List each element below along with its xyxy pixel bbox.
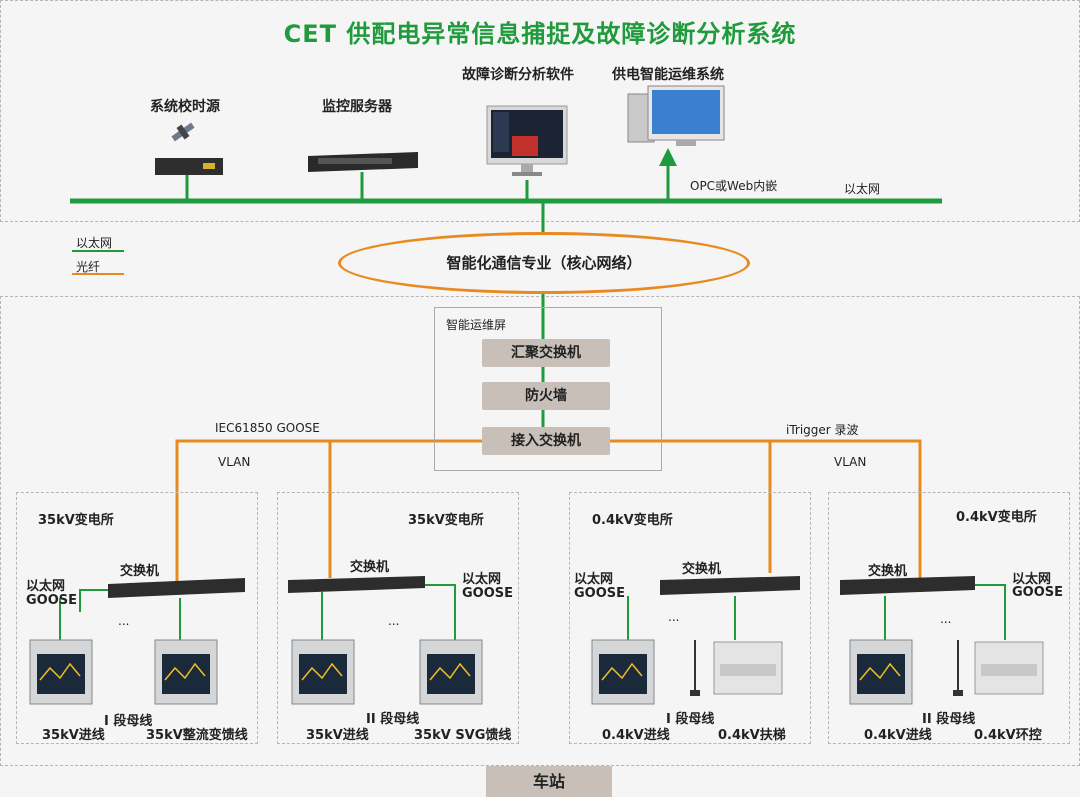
substation-1 [16, 492, 258, 744]
ops-workstation-device [627, 85, 725, 146]
monitor-server-label: 监控服务器 [322, 99, 392, 115]
access-switch: 接入交换机 [482, 427, 610, 455]
din-device-s4 [953, 640, 1044, 696]
substation-1-bus: I 段母线 [104, 714, 153, 729]
meter-s1-b [154, 639, 218, 705]
analysis-software-label: 故障诊断分析软件 [462, 67, 574, 83]
opc-label: OPC或Web内嵌 [690, 179, 778, 193]
firewall: 防火墙 [482, 382, 610, 410]
ops-system-label: 供电智能运维系统 [612, 67, 724, 83]
ethernet-backbone-label: 以太网 [844, 182, 881, 196]
substation-3-left-feeder: 0.4kV进线 [602, 728, 670, 743]
substation-3-bus: I 段母线 [666, 712, 715, 727]
din-device-s3 [690, 640, 783, 696]
substation-4-bus: II 段母线 [922, 712, 976, 727]
substation-4-left-feeder: 0.4kV进线 [864, 728, 932, 743]
substation-3-switch-label: 交换机 [682, 562, 722, 577]
substation-1-dots: ... [118, 614, 130, 628]
substation-4 [828, 492, 1070, 744]
itrigger-label: iTrigger 录波 [786, 423, 859, 437]
meter-s3-a [591, 639, 655, 705]
substation-4-eth-label: 以太网 [1012, 572, 1052, 587]
smart-screen-box [434, 307, 662, 471]
switch-s4 [840, 576, 975, 595]
legend-ethernet: 以太网 [76, 236, 113, 250]
substation-3-goose-label: GOOSE [574, 586, 626, 601]
substation-3-dots: ... [668, 610, 680, 624]
time-source-device [155, 122, 223, 175]
substation-4-goose-label: GOOSE [1012, 585, 1064, 600]
switch-s3 [660, 576, 800, 595]
meter-s4-a [849, 639, 913, 705]
substation-1-right-feeder: 35kV整流变馈线 [146, 728, 248, 743]
legend-fiber: 光纤 [76, 260, 101, 274]
substation-3-right-feeder: 0.4kV扶梯 [718, 728, 786, 743]
substation-1-left-feeder: 35kV进线 [42, 728, 105, 743]
substation-2-right-feeder: 35kV SVG馈线 [414, 728, 512, 743]
substation-4-right-feeder: 0.4kV环控 [974, 728, 1042, 743]
vlan-label-left: VLAN [218, 455, 251, 469]
fiber-left [175, 439, 482, 581]
substation-1-switch-label: 交换机 [120, 564, 160, 579]
meter-s1-a [29, 639, 93, 705]
substation-4-switch-label: 交换机 [868, 564, 908, 579]
opc-arrow-head [659, 148, 677, 166]
station-footer: 车站 [486, 766, 612, 797]
eth-s4-right [975, 584, 1006, 640]
substation-3-title: 0.4kV变电所 [592, 513, 673, 528]
meter-s2-a [291, 639, 355, 705]
eth-s1-left [79, 589, 108, 612]
substation-1-title: 35kV变电所 [38, 513, 114, 528]
fiber-right [610, 439, 922, 578]
substation-4-title: 0.4kV变电所 [956, 510, 1037, 525]
goose-label: IEC61850 GOOSE [215, 421, 320, 435]
substation-2-switch-label: 交换机 [350, 560, 390, 575]
substation-2-eth-label: 以太网 [462, 572, 502, 587]
switch-s2 [288, 576, 425, 593]
substation-2-title: 35kV变电所 [408, 513, 484, 528]
substation-2-goose-label: GOOSE [462, 586, 514, 601]
eth-s2-right [425, 584, 456, 640]
switch-s1 [108, 578, 245, 598]
time-source-label: 系统校时源 [150, 99, 220, 115]
vlan-label-right: VLAN [834, 455, 867, 469]
substation-2-bus: II 段母线 [366, 712, 420, 727]
substation-2-dots: ... [388, 614, 400, 628]
substation-2 [277, 492, 519, 744]
substation-2-left-feeder: 35kV进线 [306, 728, 369, 743]
aggregation-switch: 汇聚交换机 [482, 339, 610, 367]
substation-3 [569, 492, 811, 744]
diagram-title: CET 供配电异常信息捕捉及故障诊断分析系统 [283, 20, 797, 48]
substation-3-eth-label: 以太网 [574, 572, 614, 587]
substation-1-eth-label: 以太网 [26, 579, 66, 594]
core-network: 智能化通信专业（核心网络） [338, 232, 750, 294]
monitor-server-device [308, 152, 418, 172]
analysis-monitor-device [486, 105, 568, 176]
substation-1-goose-label: GOOSE [26, 593, 78, 608]
substation-4-dots: ... [940, 612, 952, 626]
meter-s2-b [419, 639, 483, 705]
smart-screen-title: 智能运维屏 [446, 318, 507, 332]
